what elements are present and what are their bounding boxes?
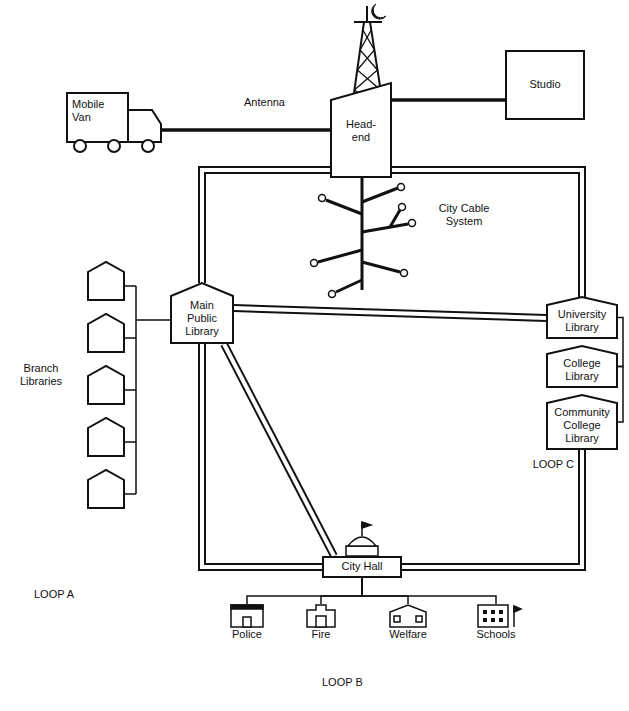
connector-line: [247, 578, 362, 604]
police-building: Police: [220, 604, 274, 641]
cable-tree: [311, 178, 416, 298]
connector-line: [162, 128, 330, 132]
connector-line: [321, 578, 362, 604]
city-hall-dome: [346, 522, 378, 556]
welfare-icon: [390, 605, 426, 627]
police-icon: [231, 605, 263, 627]
studio-box: Studio: [505, 50, 585, 120]
node-border: [323, 557, 401, 577]
van-wheel: [142, 140, 154, 152]
node-text: College Library: [551, 357, 613, 383]
schools-icon: [478, 605, 521, 627]
wire-link: [162, 130, 330, 131]
node-border: [547, 297, 617, 338]
wire-link: [247, 578, 362, 604]
node-text: Welfare: [378, 628, 438, 641]
cable-link: [202, 344, 322, 567]
connector-gap: [402, 450, 582, 567]
school-building: Schools: [466, 604, 526, 641]
node-text: Schools: [466, 628, 526, 641]
connector-gap: [202, 344, 322, 567]
connector-line: [234, 308, 546, 318]
library-building: College Library: [546, 345, 618, 388]
connector-line: [362, 578, 408, 604]
node-text: University Library: [551, 308, 613, 334]
system-label: City Cable System: [428, 202, 500, 228]
node-border: [331, 83, 391, 177]
node-text: Mobile Van: [72, 98, 122, 124]
connector-gap: [392, 170, 582, 297]
connector-line: [392, 170, 582, 297]
cable-link: [202, 170, 330, 283]
node-border: [67, 93, 161, 142]
node-text: Head-end: [342, 118, 380, 144]
node-border: [547, 395, 617, 449]
connector-line: [202, 170, 330, 283]
building-icon: [298, 604, 344, 628]
wire-link: [362, 578, 408, 604]
wire-link: [362, 578, 496, 604]
loop-a-wires: [124, 286, 170, 494]
node-text: Studio: [509, 78, 581, 91]
loop-label: LOOP C: [516, 458, 574, 471]
connector-line: [618, 367, 623, 423]
library-building: Main Public Library: [170, 282, 234, 344]
van-wheel: [108, 140, 120, 152]
node-text: Community College Library: [551, 406, 613, 445]
connector-line: [362, 578, 496, 604]
van-wheel: [74, 140, 86, 152]
connector-line: [224, 344, 334, 556]
antenna-label: Antenna: [244, 96, 304, 109]
cable-link: [392, 170, 582, 297]
wire-link: [618, 367, 623, 423]
library-building: Community College Library: [546, 394, 618, 450]
connector-line: [402, 450, 582, 567]
connector-gap: [234, 308, 546, 318]
cable-link: [402, 450, 582, 567]
node-text: Police: [220, 628, 274, 641]
building-icon: [220, 604, 274, 628]
branch-library-buildings: [88, 262, 124, 508]
cable-link: [234, 308, 546, 318]
fire-icon: [307, 605, 335, 627]
head-end-building: Head-end: [330, 82, 392, 178]
loop-label: LOOP B: [322, 676, 382, 689]
loop-label: LOOP A: [34, 588, 94, 601]
welfare-building: Welfare: [378, 604, 438, 641]
node-text: Fire: [298, 628, 344, 641]
node-text: Main Public Library: [176, 299, 228, 338]
building-icon: [378, 604, 438, 628]
node-border: [547, 346, 617, 387]
connector-line: [618, 318, 623, 367]
node-text: City Hall: [326, 560, 398, 573]
node-border: [506, 51, 584, 119]
connector-line: [392, 98, 505, 102]
city-hall-building: City Hall: [322, 556, 402, 578]
node-border: [171, 283, 233, 343]
connector-gap: [202, 170, 330, 283]
connector-gap: [224, 344, 334, 556]
wire-link: [321, 578, 362, 604]
library-building: University Library: [546, 296, 618, 339]
fire-station: Fire: [298, 604, 344, 641]
wire-link: [392, 100, 505, 101]
mobile-van: Mobile Van: [66, 92, 162, 152]
group-label: Branch Libraries: [8, 362, 74, 388]
cable-link: [224, 344, 334, 556]
building-icon: [466, 604, 526, 628]
connector-line: [202, 344, 322, 567]
wire-link: [618, 318, 623, 367]
